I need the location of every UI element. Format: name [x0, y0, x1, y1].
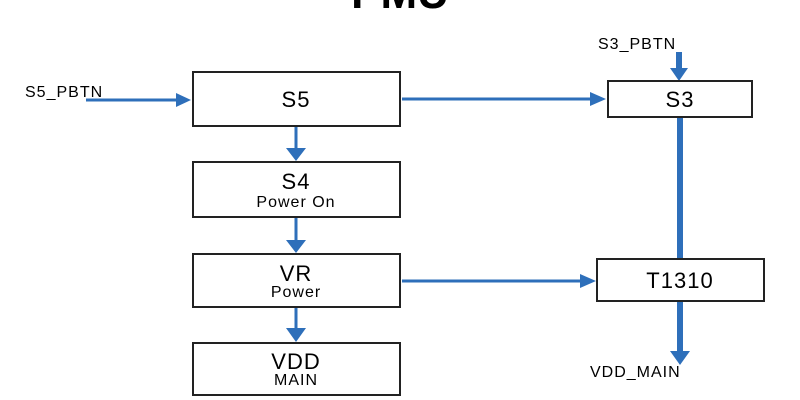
block-vr: VR Power: [192, 253, 401, 308]
arrow-s5-pbtn-to-s5: [86, 93, 191, 107]
block-t1310-label: T1310: [646, 268, 713, 293]
block-s4-label: S4: [282, 169, 311, 194]
arrow-vr-to-vdd: [286, 307, 306, 342]
s3-pbtn-label: S3_PBTN: [598, 36, 676, 53]
vdd-main-label: VDD_MAIN: [590, 364, 681, 381]
block-vdd: VDD MAIN: [192, 342, 401, 396]
arrow-s5-to-s3: [402, 92, 606, 106]
s5-pbtn-label: S5_PBTN: [25, 84, 103, 101]
block-s3: S3: [607, 80, 753, 118]
diagram-title: PMU: [351, 0, 449, 18]
arrow-s3-pbtn-to-s3: [670, 52, 688, 81]
block-s5: S5: [192, 71, 401, 127]
arrow-vr-to-t1310: [402, 274, 596, 288]
arrow-s5-to-s4: [286, 126, 306, 161]
block-s4: S4 Power On: [192, 161, 401, 218]
block-s4-sub: Power On: [256, 194, 335, 211]
block-s5-label: S5: [282, 87, 311, 112]
block-s3-label: S3: [666, 87, 695, 112]
arrow-s4-to-vr: [286, 217, 306, 253]
block-vdd-sub: MAIN: [274, 372, 318, 389]
block-vr-sub: Power: [271, 284, 321, 301]
arrow-t1310-to-vdd-main: [670, 301, 690, 365]
block-vdd-label: VDD: [271, 349, 320, 374]
block-t1310: T1310: [596, 258, 765, 302]
block-vr-label: VR: [280, 261, 313, 286]
